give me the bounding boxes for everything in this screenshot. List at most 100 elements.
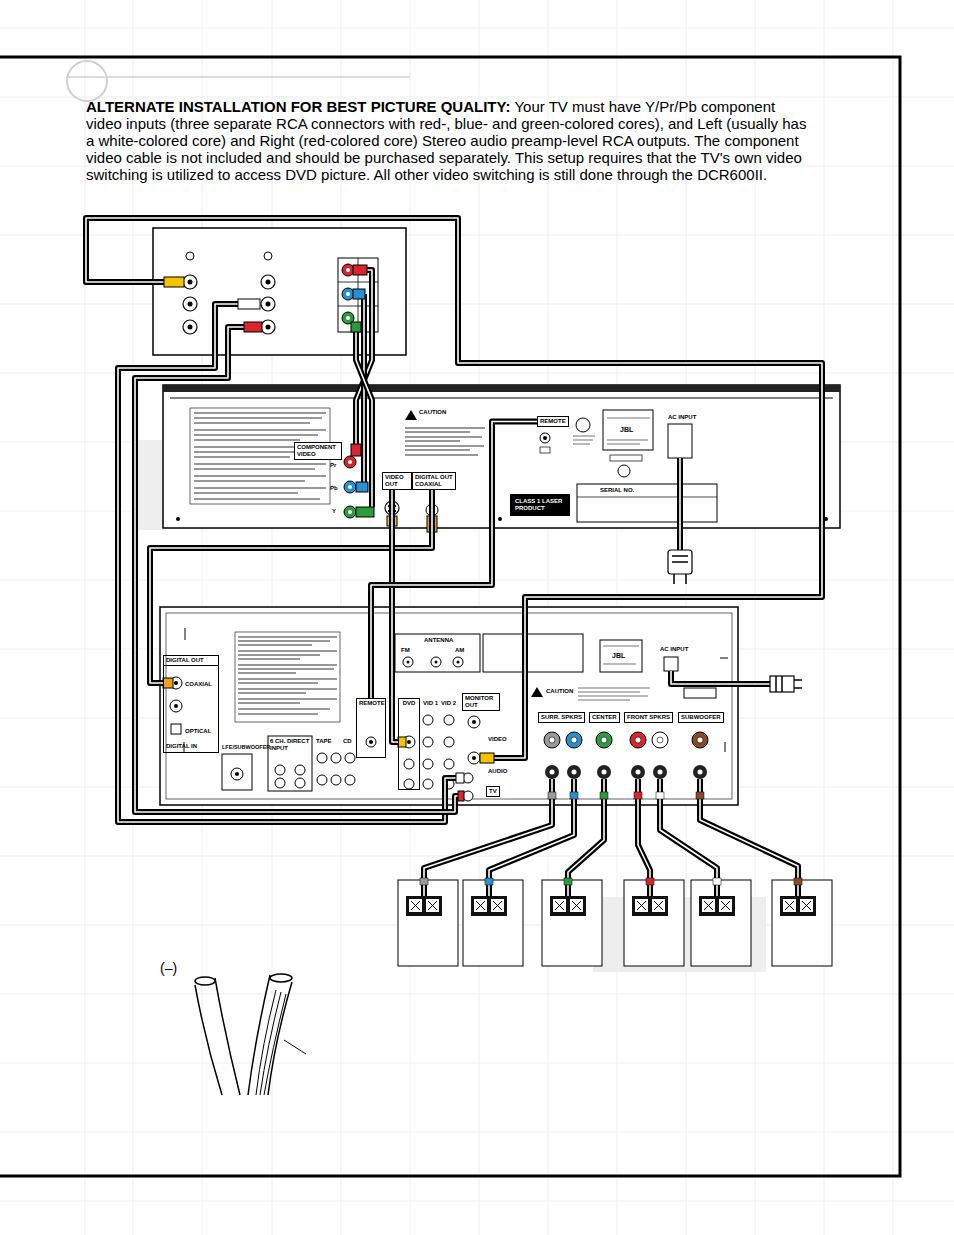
receiver-rear-panel bbox=[444, 737, 454, 747]
box-heading: SURR. SPKRS bbox=[541, 714, 582, 721]
jack-group-label: VIDEO OUT bbox=[382, 472, 412, 490]
speaker-terminals bbox=[597, 765, 611, 779]
tv-rear-panel bbox=[346, 268, 350, 272]
receiver-rear-panel bbox=[238, 637, 337, 714]
ac-power-cord bbox=[672, 556, 688, 584]
speaker-output-label: SURR. SPKRS bbox=[538, 712, 585, 723]
speaker-terminals bbox=[545, 765, 559, 779]
part-label: AUDIO bbox=[488, 768, 507, 775]
intro-paragraph: ALTERNATE INSTALLATION FOR BEST PICTURE … bbox=[86, 98, 814, 183]
tv-rear-panel bbox=[188, 302, 193, 307]
tv-rear-panel bbox=[342, 264, 354, 276]
dvd-player-rear-panel bbox=[344, 456, 356, 468]
wire-color-band bbox=[420, 878, 428, 885]
receiver-rear-panel bbox=[423, 715, 433, 725]
receiver-power-cord bbox=[671, 671, 770, 684]
receiver-rear-panel bbox=[407, 661, 410, 664]
wire-color-band bbox=[485, 878, 493, 885]
wire-color-band bbox=[570, 792, 578, 799]
receiver-rear-panel bbox=[435, 661, 438, 664]
wire-color-band bbox=[713, 878, 721, 885]
speaker-terminals bbox=[596, 732, 612, 748]
dvd-player-rear-panel bbox=[163, 385, 840, 392]
audio-video-cable bbox=[118, 304, 456, 822]
jack-group-label: DIGITAL OUTCOAXIAL bbox=[412, 472, 456, 490]
receiver-rear-panel bbox=[444, 715, 454, 725]
connector-plug bbox=[244, 322, 262, 332]
tv-rear-panel bbox=[266, 325, 271, 330]
part-label: VID 2 bbox=[441, 700, 456, 707]
tv-rear-panel bbox=[188, 280, 193, 285]
part-label: ANTENNA bbox=[424, 637, 453, 644]
speaker-terminals bbox=[566, 732, 582, 748]
cable-core bbox=[568, 779, 604, 896]
dvd-player-rear-panel bbox=[576, 418, 590, 432]
part-label: AC INPUT bbox=[668, 414, 696, 421]
cable-core bbox=[671, 671, 770, 684]
receiver-rear-panel bbox=[468, 716, 480, 728]
speaker-wire bbox=[489, 779, 574, 896]
part-label: CAUTION bbox=[546, 688, 573, 695]
part-label: CAUTION bbox=[419, 409, 446, 416]
speaker-terminals bbox=[601, 737, 607, 743]
box-heading: VIDEO OUT bbox=[385, 474, 409, 488]
cable-core bbox=[660, 779, 717, 896]
tv-rear-panel bbox=[266, 280, 271, 285]
tv-rear-panel bbox=[342, 288, 354, 300]
tv-rear-panel bbox=[266, 302, 271, 307]
tv-rear-panel bbox=[183, 320, 197, 334]
receiver-rear-panel bbox=[395, 634, 480, 672]
cable-core bbox=[700, 779, 798, 896]
page-frame bbox=[0, 57, 900, 1176]
box-text: OPTICAL bbox=[185, 728, 211, 735]
speaker-wire-detail bbox=[270, 974, 292, 982]
receiver-rear-panel bbox=[231, 768, 243, 780]
speaker-terminals bbox=[698, 770, 703, 775]
receiver-rear-panel bbox=[331, 775, 341, 785]
speaker bbox=[691, 880, 751, 966]
page-frame bbox=[66, 76, 410, 78]
tv-rear-panel bbox=[153, 228, 406, 355]
speaker-terminals bbox=[572, 770, 577, 775]
receiver-rear-panel bbox=[275, 778, 285, 788]
dvd-player-rear-panel bbox=[668, 424, 692, 458]
wire-color-band bbox=[600, 792, 608, 799]
cable-core bbox=[356, 332, 372, 507]
receiver-rear-panel bbox=[171, 724, 181, 734]
box-heading: DVD bbox=[401, 700, 417, 707]
receiver-rear-panel bbox=[268, 736, 312, 791]
receiver-rear-panel bbox=[472, 720, 476, 724]
speaker-wire-detail bbox=[256, 990, 286, 1095]
box-heading: CLASS 1 LASER PRODUCT bbox=[515, 498, 565, 512]
wire-color-band bbox=[548, 792, 556, 799]
cable-core bbox=[86, 218, 822, 758]
speaker-wire-detail bbox=[248, 975, 292, 1095]
box-heading: MONITOR OUT bbox=[465, 695, 497, 709]
wire-color-band bbox=[646, 878, 654, 885]
tv-rear-panel bbox=[186, 252, 194, 260]
receiver-rear-panel bbox=[275, 765, 285, 775]
receiver-rear-panel bbox=[317, 753, 327, 763]
jack-group-label: MONITOR OUT bbox=[462, 693, 500, 711]
speaker-wire bbox=[568, 779, 604, 896]
receiver-rear-panel bbox=[453, 657, 463, 667]
part-label: AM bbox=[455, 647, 464, 654]
wire-color-band bbox=[564, 878, 572, 885]
receiver-rear-panel bbox=[366, 737, 376, 747]
polarity-mark: (–) bbox=[160, 960, 177, 976]
receiver-rear-panel bbox=[222, 754, 252, 790]
speaker-output-label: FRONT SPKRS bbox=[624, 712, 673, 723]
part-label: Pb bbox=[330, 485, 338, 492]
connector-plug bbox=[163, 678, 173, 688]
receiver-rear-panel bbox=[235, 632, 340, 722]
dvd-player-rear-panel bbox=[610, 455, 642, 461]
receiver-rear-panel bbox=[600, 640, 642, 672]
connector-plug bbox=[458, 791, 464, 801]
receiver-rear-panel bbox=[331, 753, 341, 763]
part-label: VID 1 bbox=[423, 700, 438, 707]
speaker bbox=[411, 901, 811, 910]
dvd-player-rear-panel bbox=[344, 506, 356, 518]
